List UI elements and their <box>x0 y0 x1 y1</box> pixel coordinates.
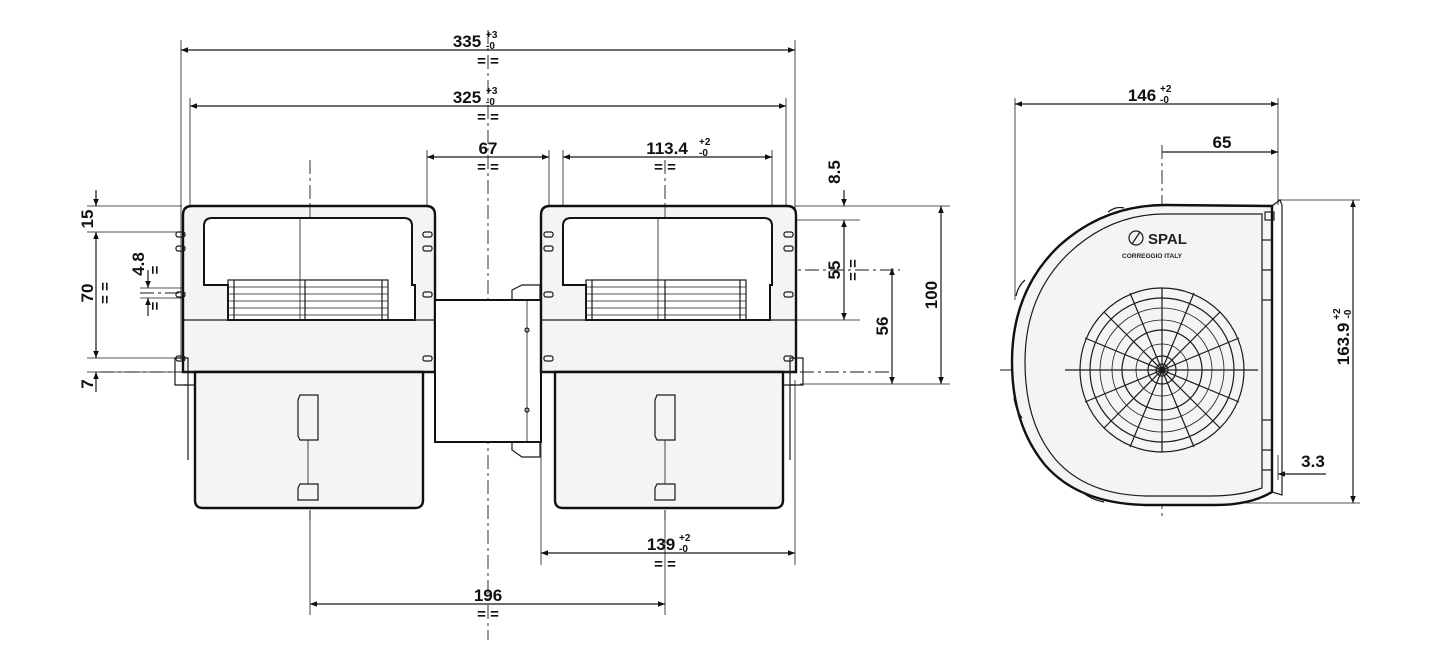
dim-7-value: 7 <box>78 379 97 388</box>
dim-3-3-value: 3.3 <box>1301 452 1325 471</box>
dim-56-value: 56 <box>873 317 892 336</box>
dim-163-9-tol-upper: +2 <box>1332 308 1343 320</box>
dim-335-value: 335 <box>453 32 481 51</box>
dim-325-equal: = = <box>477 109 499 126</box>
dim-325-tol-upper: +3 <box>486 86 498 97</box>
scroll-housing <box>1010 203 1274 507</box>
dim-335-equal: = = <box>477 53 499 70</box>
right-blower <box>539 204 804 510</box>
dim-65-value: 65 <box>1213 133 1232 152</box>
center-motor <box>434 284 542 458</box>
dim-70-value: 70 <box>78 284 97 303</box>
dim-146-tol-lower: -0 <box>1160 95 1169 106</box>
dim-146-value: 146 <box>1128 86 1156 105</box>
dim-100-value: 100 <box>922 281 941 309</box>
dim-55-equal: = = <box>845 259 862 281</box>
dim-67-value: 67 <box>479 139 498 158</box>
dim-139-tol-upper: +2 <box>679 533 691 544</box>
dim-196-equal: = = <box>477 606 499 623</box>
dim-55-value: 55 <box>825 261 844 280</box>
dim-139-equal: = = <box>654 556 676 573</box>
dim-113-4-equal: = = <box>654 159 676 176</box>
dim-196-value: 196 <box>474 586 502 605</box>
side-view: SPAL CORREGGIO ITALY 146 +2 -0 65 3.3 16… <box>1000 84 1360 520</box>
dim-163-9-tol-lower: -0 <box>1343 309 1354 318</box>
dim-67-equal: = = <box>477 159 499 176</box>
dim-4-8-value: 4.8 <box>129 252 148 276</box>
dim-113-4-value: 113.4 <box>646 139 688 158</box>
dim-139-tol-lower: -0 <box>679 544 688 555</box>
dim-4-8-equal-top: = <box>147 265 164 274</box>
brand-sub: CORREGGIO ITALY <box>1122 253 1183 260</box>
front-view: 335 +3 -0 = = 325 +3 -0 = = 67 = = 113.4… <box>78 30 950 640</box>
dim-163-9-value: 163.9 <box>1334 323 1353 366</box>
dim-70-equal: = = <box>97 282 114 304</box>
brand-logo-icon <box>1128 230 1144 246</box>
dim-335-tol-lower: -0 <box>486 41 495 52</box>
left-blower <box>174 204 437 510</box>
dim-113-4-tol-lower: -0 <box>699 148 708 159</box>
dim-113-4-tol-upper: +2 <box>699 137 711 148</box>
brand-name: SPAL <box>1148 231 1187 248</box>
dim-335-tol-upper: +3 <box>486 30 498 41</box>
dim-4-8-equal-bottom: = <box>147 301 164 310</box>
dim-325-value: 325 <box>453 88 481 107</box>
dim-325-tol-lower: -0 <box>486 97 495 108</box>
dim-146-tol-upper: +2 <box>1160 84 1172 95</box>
dim-139-value: 139 <box>647 535 675 554</box>
dim-15-value: 15 <box>78 210 97 229</box>
dim-8-5-value: 8.5 <box>825 160 844 184</box>
